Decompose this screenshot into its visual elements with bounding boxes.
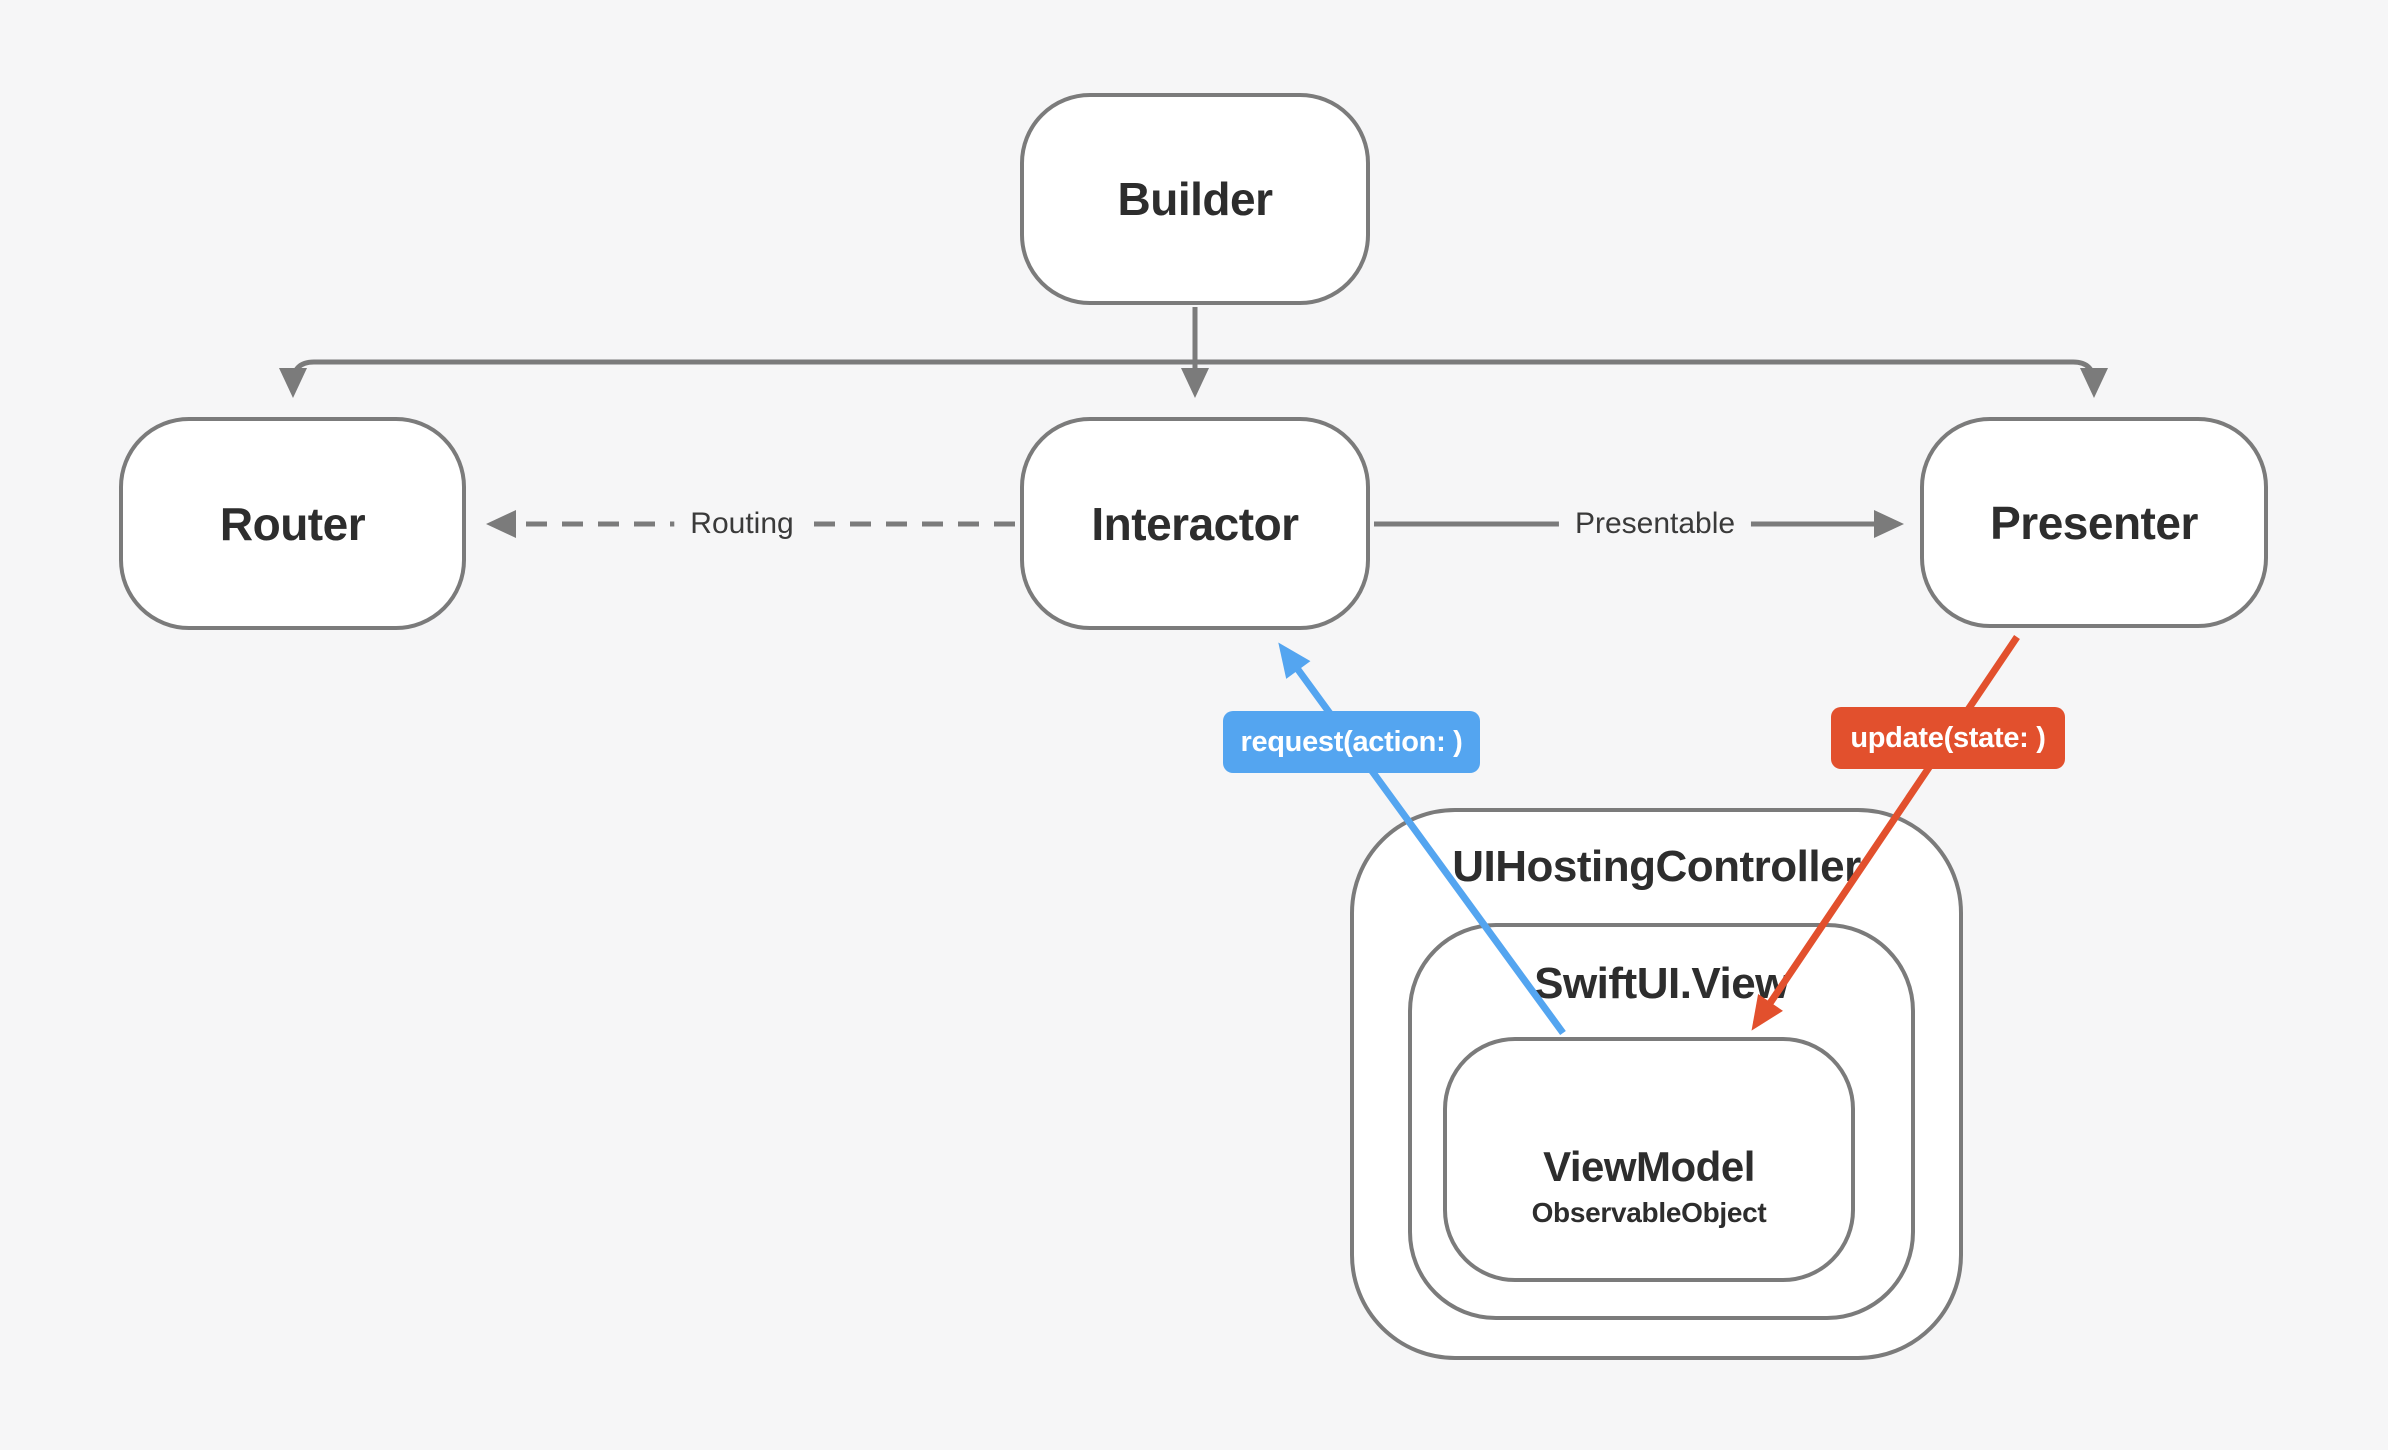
request-action-badge: request(action: ) [1223,711,1480,773]
viewmodel-label-group: ViewModel ObservableObject [1532,1143,1767,1229]
node-builder-label: Builder [1117,173,1273,225]
node-presenter-label: Presenter [1990,496,2198,549]
request-action-badge-label: request(action: ) [1240,725,1463,758]
swiftui-view-label: SwiftUI.View [1534,959,1789,1008]
viewmodel-label: ViewModel [1543,1142,1755,1190]
node-builder: Builder [1020,93,1370,305]
update-state-badge-label: update(state: ) [1850,721,2046,754]
container-viewmodel: ViewModel ObservableObject [1443,1037,1855,1282]
routing-edge-label: Routing [674,505,810,543]
builder-to-router-branch-arrow [279,359,1195,398]
presentable-edge-label: Presentable [1558,505,1752,543]
uihostingcontroller-label: UIHostingController [1452,842,1861,891]
update-state-badge: update(state: ) [1831,707,2065,769]
node-interactor: Interactor [1020,417,1370,630]
viewmodel-sublabel: ObservableObject [1531,1196,1767,1228]
node-router-label: Router [219,497,366,550]
builder-to-presenter-branch-arrow [1195,359,2108,398]
node-interactor-label: Interactor [1091,497,1299,550]
node-presenter: Presenter [1920,417,2268,628]
node-router: Router [119,417,466,630]
